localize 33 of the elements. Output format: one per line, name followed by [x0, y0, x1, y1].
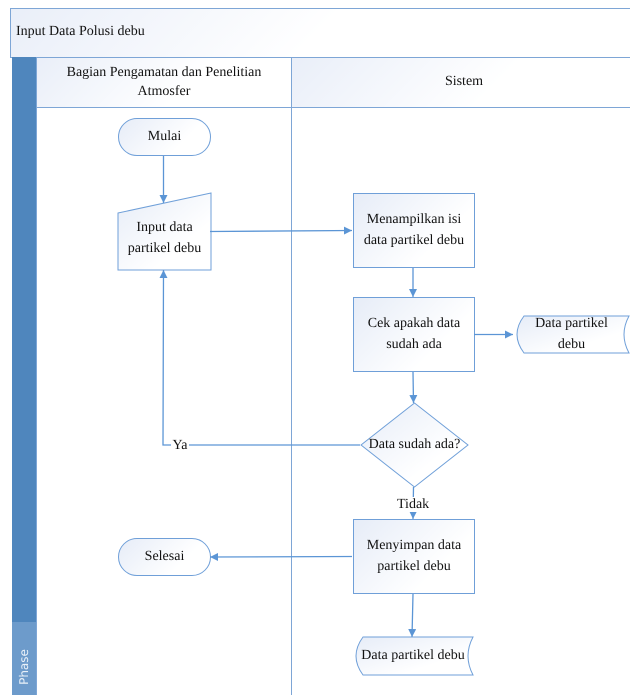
node-label: Mulai — [148, 128, 182, 146]
node-label: Data partikel debu — [534, 315, 609, 354]
stored-data-shape — [353, 637, 473, 675]
node-label: Selesai — [144, 548, 184, 566]
arrow — [160, 156, 168, 203]
arrow — [474, 330, 513, 338]
arrow — [159, 270, 360, 446]
node-label: Menyimpan data partikel debu — [366, 537, 462, 576]
process-box — [353, 297, 475, 372]
swimlane — [291, 57, 630, 695]
stored-data-shape — [514, 316, 629, 353]
node-label: Cek apakah data sudah ada — [366, 315, 462, 354]
node-label: Menampilkan isi data partikel debu — [362, 211, 466, 250]
node-label: Input data partikel debu — [126, 219, 202, 258]
lane-header: Sistem — [292, 57, 630, 108]
node-label: Data sudah ada? — [368, 436, 460, 454]
process-box — [353, 193, 475, 268]
arrow — [408, 594, 416, 638]
lane-header: Bagian Pengamatan dan Penelitian Atmosfer — [37, 57, 291, 108]
arrow — [210, 552, 352, 561]
swimlane — [36, 57, 291, 695]
terminator — [118, 118, 211, 156]
arrow — [409, 372, 418, 404]
arrow — [210, 226, 352, 235]
terminator — [118, 538, 211, 576]
manual-input-shape — [118, 193, 211, 270]
phase-label: Phase — [17, 648, 31, 687]
arrow — [409, 268, 417, 297]
node-label: Data partikel debu — [361, 646, 465, 665]
process-box — [353, 519, 475, 594]
decision-diamond — [361, 403, 468, 487]
edge-label: Tidak — [395, 496, 432, 512]
diagram-title: Input Data Polusi debu — [16, 24, 145, 40]
